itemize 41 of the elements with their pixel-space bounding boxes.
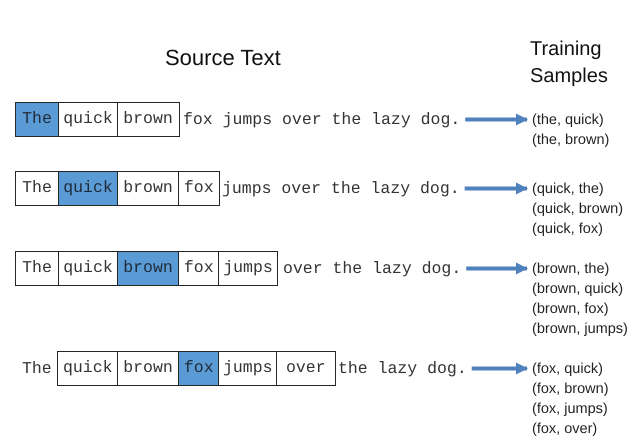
word-pair: (brown, jumps) <box>532 320 628 338</box>
word-pair: (quick, brown) <box>532 200 624 218</box>
word-pair: (fox, quick) <box>532 360 603 378</box>
word-box: brown <box>116 351 180 386</box>
word-box: quick <box>57 351 118 386</box>
sentence-text: over the lazy dog. <box>283 258 462 278</box>
word-pair: (quick, the) <box>532 180 604 198</box>
column-heading: Training Samples <box>530 37 609 89</box>
column-heading: Source Text <box>165 45 281 71</box>
word-pair: (quick, fox) <box>532 220 603 238</box>
word-box: The <box>15 251 59 286</box>
target-word-box: The <box>15 102 59 137</box>
arrow <box>472 362 528 374</box>
target-word-box: fox <box>178 351 220 386</box>
word-box: fox <box>178 251 220 286</box>
word-pair: (brown, fox) <box>532 300 609 318</box>
word-box: brown <box>116 102 180 137</box>
word-pair: (the, brown) <box>532 130 610 150</box>
word-pair: (brown, the) <box>532 260 610 278</box>
sentence-text: the lazy dog. <box>338 358 467 378</box>
word-pair: (the, quick) <box>532 110 604 130</box>
arrow <box>466 262 528 274</box>
word-box: quick <box>58 102 118 137</box>
target-word-box: brown <box>116 251 180 286</box>
word-box: over <box>276 351 336 386</box>
word-pair: (brown, quick) <box>532 280 624 298</box>
word-box: brown <box>116 171 180 206</box>
word-pair: (fox, brown) <box>532 380 609 398</box>
sentence-text: fox jumps over the lazy dog. <box>183 110 460 130</box>
word-pair: (fox, jumps) <box>532 400 608 418</box>
word-box: jumps <box>218 251 278 286</box>
word-box: fox <box>178 171 220 206</box>
word-box: The <box>15 171 59 206</box>
arrow <box>464 182 528 194</box>
target-word-box: quick <box>58 171 118 206</box>
word-text: The <box>22 358 52 378</box>
word-box: jumps <box>218 351 278 386</box>
word-pair: (fox, over) <box>532 420 598 438</box>
word-box: quick <box>58 251 118 286</box>
arrow <box>465 114 528 126</box>
sentence-text: jumps over the lazy dog. <box>222 178 460 198</box>
